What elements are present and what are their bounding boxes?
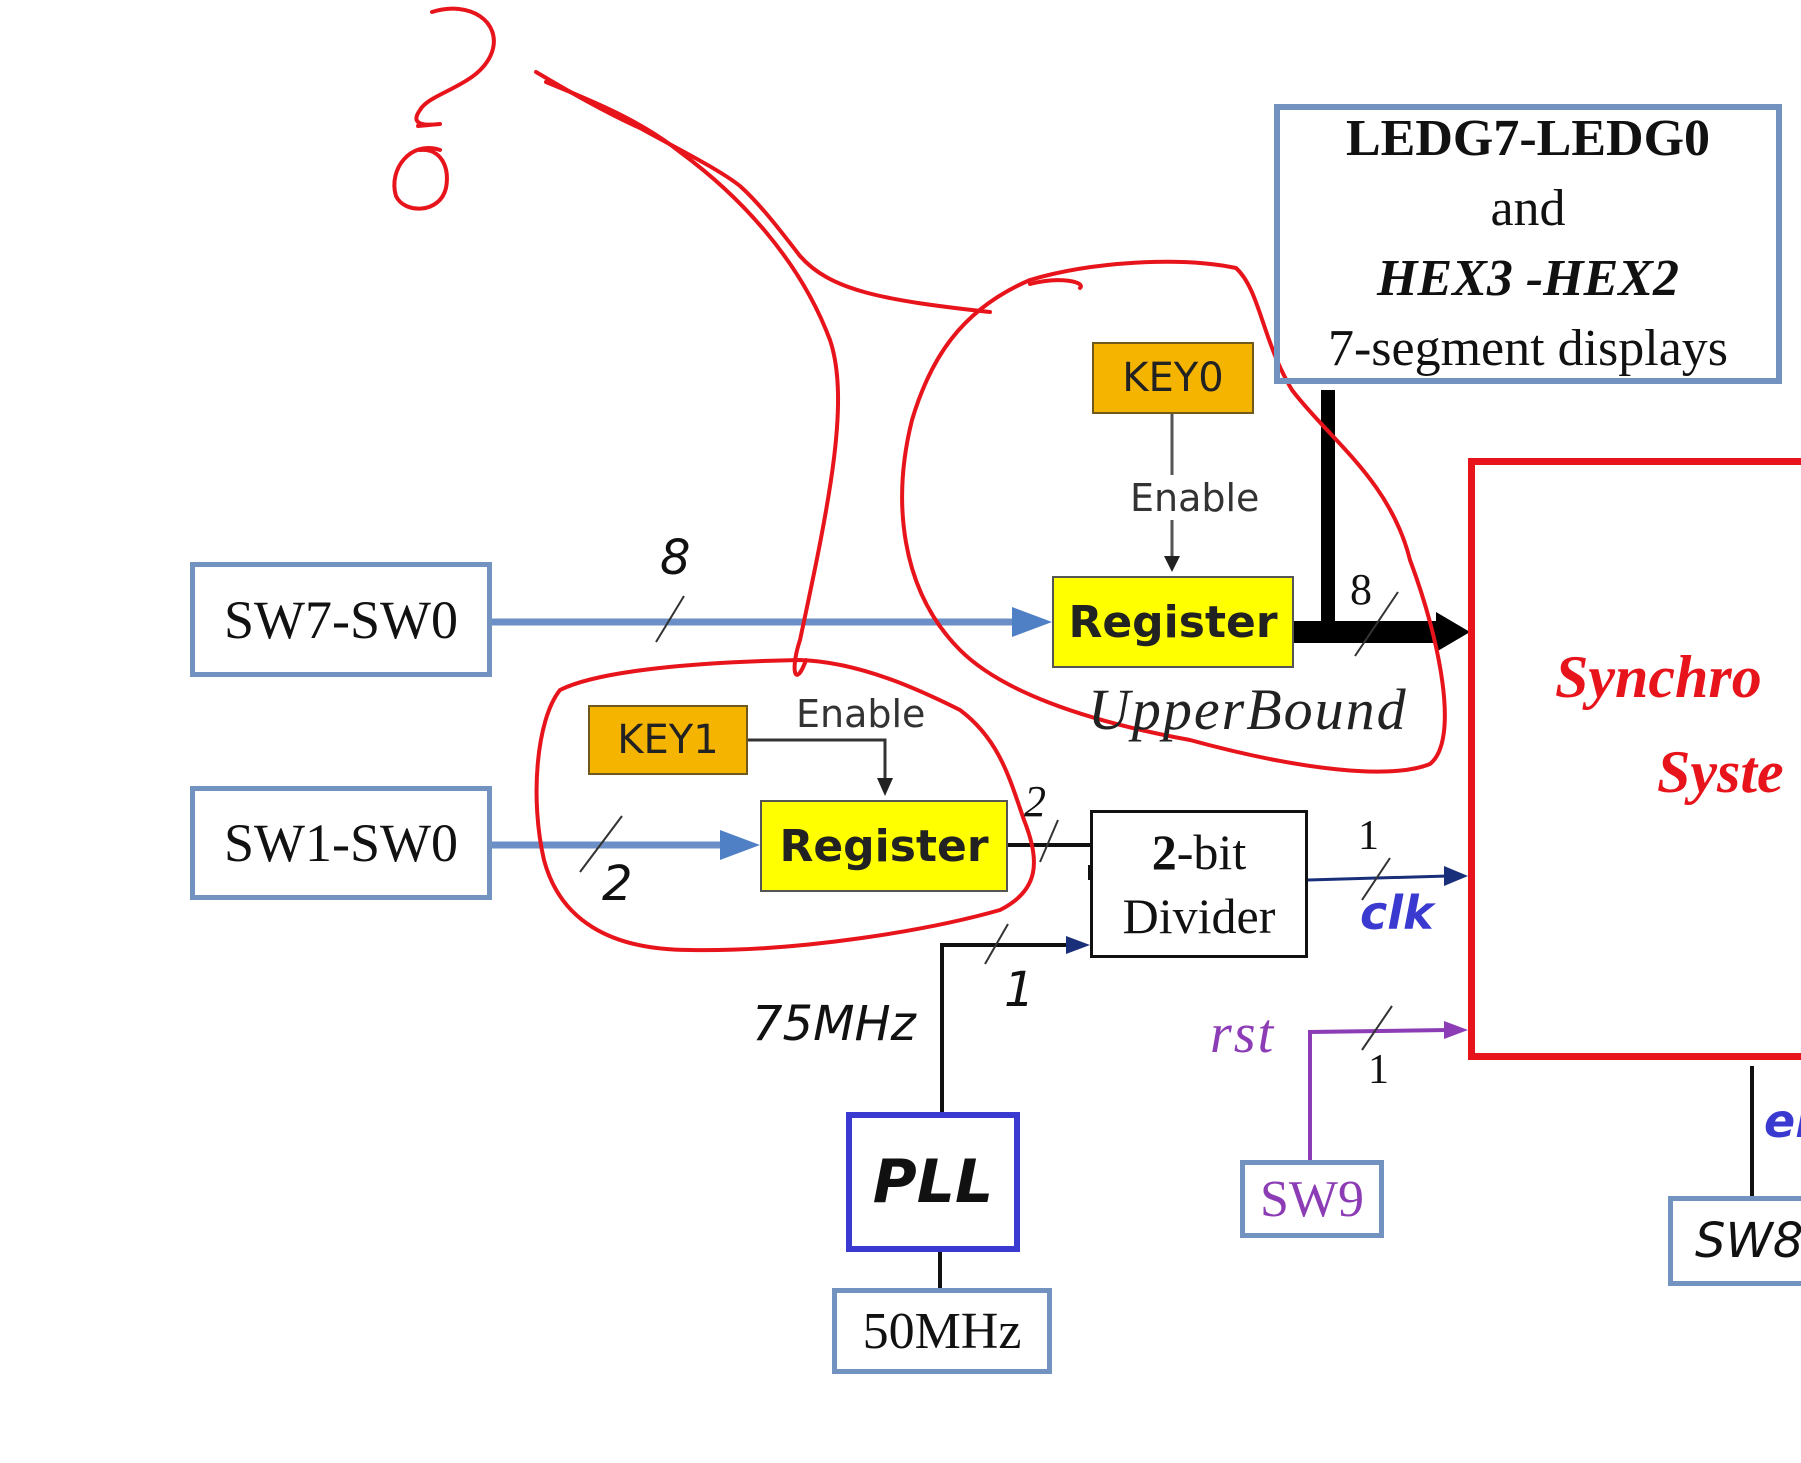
rst-wire <box>1308 1028 1449 1160</box>
bus-width-8-input: 8 <box>660 530 691 586</box>
upperbound-label: UpperBound <box>1088 677 1408 742</box>
red-annotation <box>392 6 1447 953</box>
sw8-label: SW8 <box>1695 1213 1801 1269</box>
register-upperbound: Register <box>1052 576 1294 668</box>
register-lower: Register <box>760 800 1008 892</box>
bus-width-2-output: 2 <box>1024 777 1046 826</box>
key1-enable-line <box>748 738 887 780</box>
sw8-input: SW8 <box>1668 1196 1801 1286</box>
wire-pll-to-divider <box>940 943 1066 1112</box>
pll-label: PLL <box>872 1147 994 1217</box>
key1-label: KEY1 <box>617 717 719 763</box>
bus-width-2-input: 2 <box>602 856 633 912</box>
pll-width-1: 1 <box>1004 962 1035 1018</box>
enable-label-upper: Enable <box>1130 476 1260 520</box>
sw9-input: SW9 <box>1240 1160 1384 1238</box>
system-title-line2: Syste <box>1657 739 1784 805</box>
rst-label: rst <box>1210 1003 1276 1065</box>
clock-50mhz-label: 50MHz <box>862 1302 1022 1360</box>
register-upper-label: Register <box>1068 596 1278 648</box>
sw7-sw0-input: SW7-SW0 <box>190 562 492 677</box>
sw7-sw0-label: SW7-SW0 <box>224 589 458 650</box>
rst-width-1: 1 <box>1368 1047 1389 1093</box>
hex-label: HEX3 -HEX2 <box>1377 250 1679 307</box>
ledg-label: LEDG7-LEDG0 <box>1345 110 1711 167</box>
led-hex-output-box: LEDG7-LEDG0 and HEX3 -HEX2 7-segment dis… <box>1274 104 1782 384</box>
clk-label: clk <box>1360 886 1434 940</box>
clock-50mhz-input: 50MHz <box>832 1288 1052 1374</box>
divider-line1: 2-bit <box>1152 820 1246 884</box>
divider-bits: 2 <box>1151 824 1177 880</box>
system-title-line1: Synchro <box>1555 644 1762 710</box>
divider-bit-suffix: -bit <box>1176 824 1247 880</box>
sw1-sw0-input: SW1-SW0 <box>190 786 492 900</box>
clk-width-1: 1 <box>1358 813 1379 859</box>
sw9-label: SW9 <box>1260 1170 1364 1228</box>
two-bit-divider: 2-bit Divider <box>1090 810 1308 958</box>
sw1-sw0-label: SW1-SW0 <box>224 813 458 873</box>
en-label: en <box>1764 1094 1801 1148</box>
freq-75mhz-label: 75MHz <box>752 996 916 1052</box>
key0-button: KEY0 <box>1092 342 1254 414</box>
bus-width-8-output: 8 <box>1350 565 1372 614</box>
pll-block: PLL <box>846 1112 1020 1252</box>
clk-wire <box>1307 874 1449 882</box>
enable-label-lower: Enable <box>796 692 926 736</box>
register-lower-label: Register <box>779 820 989 872</box>
and-label: and <box>1490 180 1566 237</box>
synchronous-system-block: Synchro Syste <box>1468 458 1801 1060</box>
key1-button: KEY1 <box>588 705 748 775</box>
seven-segment-label: 7-segment displays <box>1327 320 1729 377</box>
divider-line2: Divider <box>1122 888 1276 944</box>
key0-label: KEY0 <box>1122 355 1224 401</box>
